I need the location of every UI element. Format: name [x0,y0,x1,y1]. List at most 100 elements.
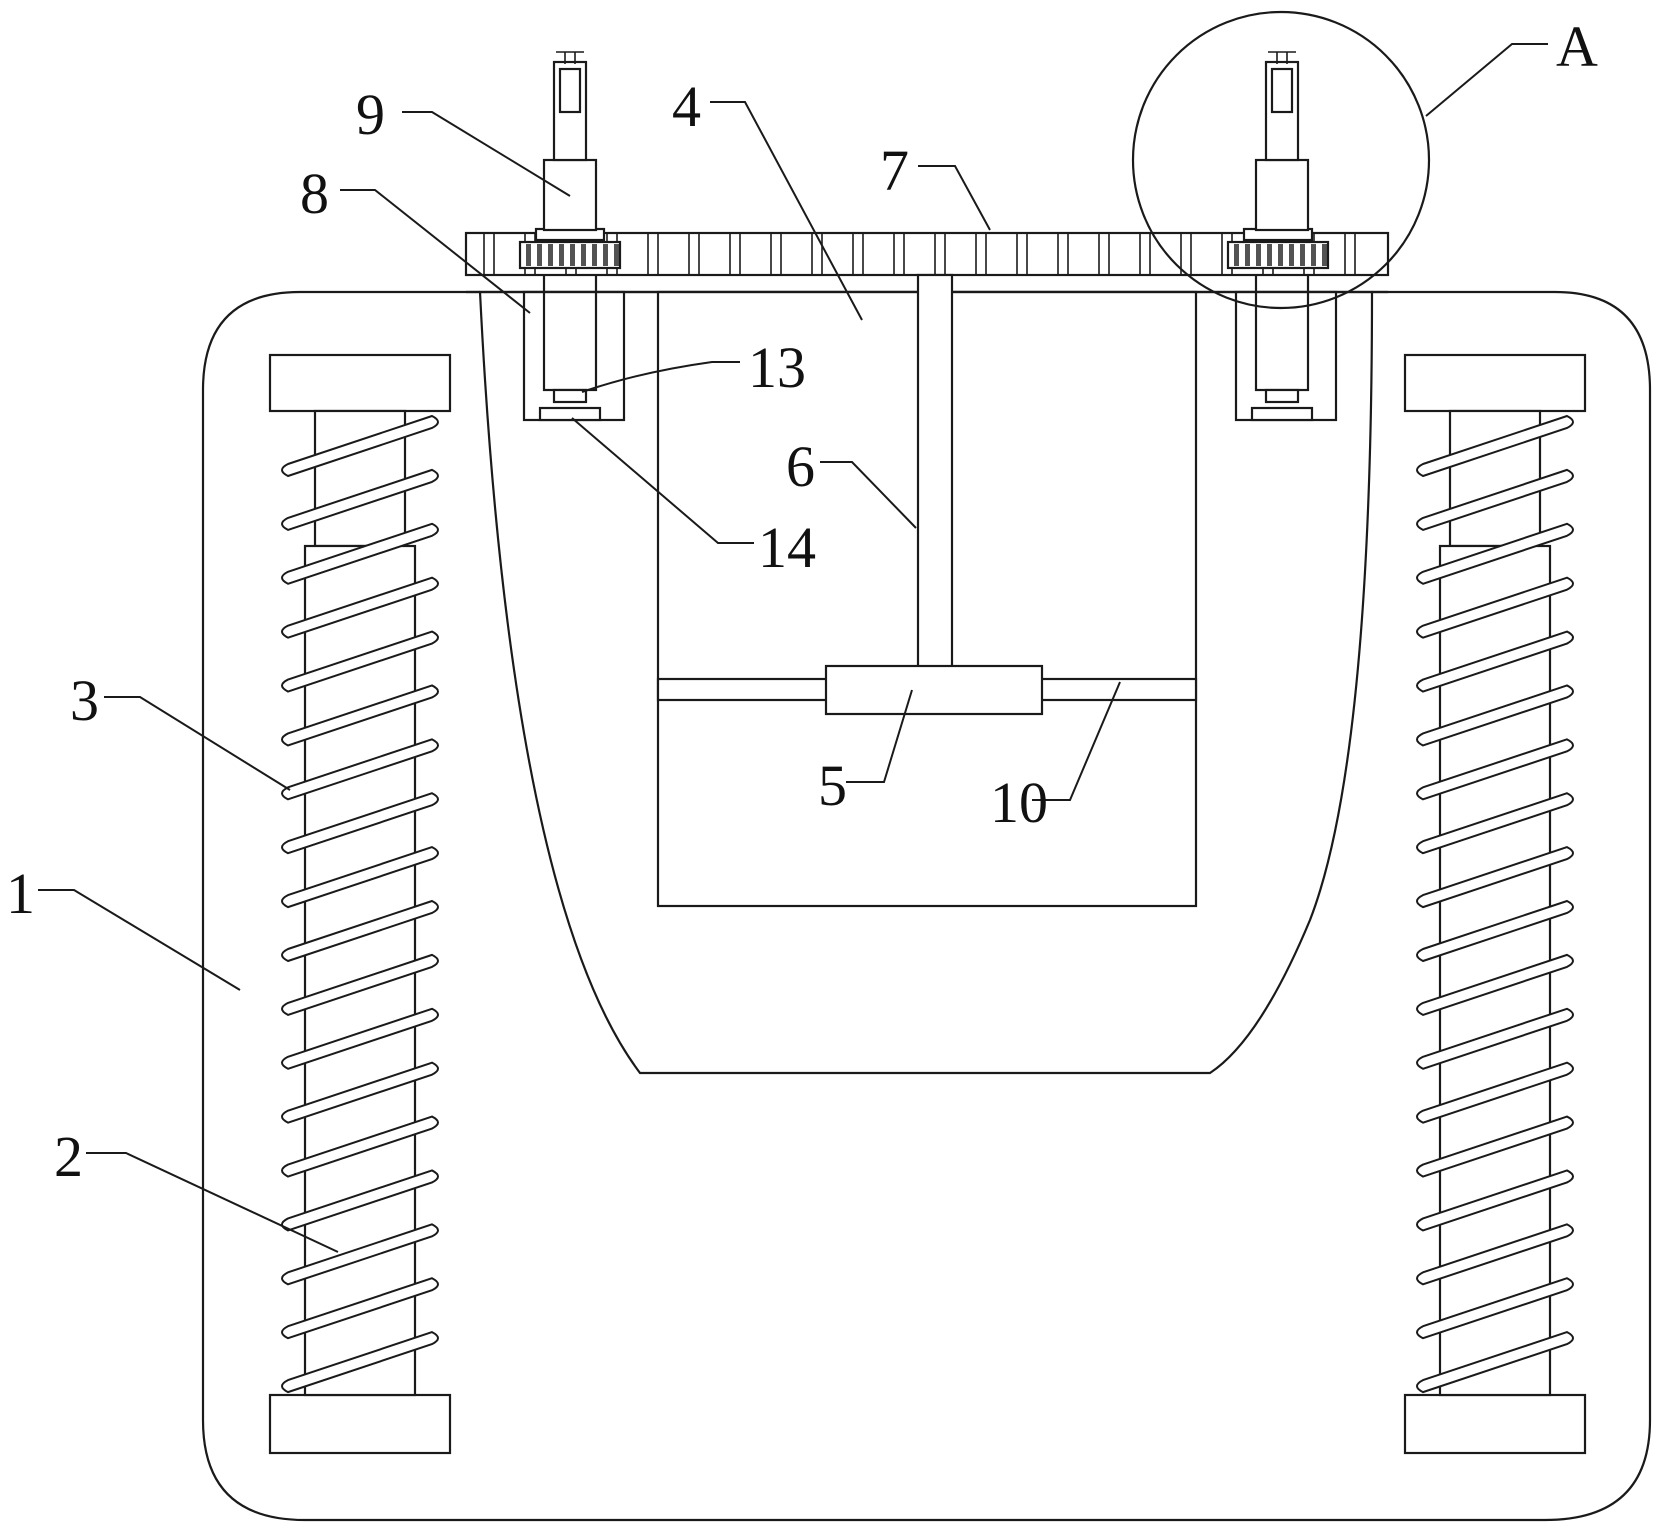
pinion-tooth [1300,244,1305,266]
spring-coil [281,738,439,801]
label-8: 8 [300,161,329,226]
spring-coil [1416,846,1574,909]
spring-coil [281,630,439,693]
spring-coil [1416,738,1574,801]
label-6: 6 [786,434,815,499]
left-motor-cap [556,51,584,64]
spring-coil [1416,1331,1574,1394]
callouts: 9 8 4 7 13 14 6 5 10 3 1 2 A [6,14,1598,1253]
spring-coil [1416,684,1574,747]
spring-coil [1416,522,1574,585]
spring-coil [281,1223,439,1286]
pinion-tooth [1256,244,1261,266]
spring-coil [281,1277,439,1340]
spring-coil [281,792,439,855]
right-pinion-teeth [1234,244,1327,266]
spring-coil [1416,1115,1574,1178]
label-10: 10 [990,770,1048,835]
label-a: A [1556,14,1598,79]
central-shaft [916,273,954,669]
pinion-tooth [570,244,575,266]
detail-circle-a [1131,10,1431,310]
spring-coil [281,899,439,963]
spring-coil [281,684,439,747]
spring-coil [281,414,439,478]
spring-coil [1416,1007,1574,1070]
spring-coil [1416,1223,1574,1286]
pinion-tooth [1267,244,1272,266]
label-14: 14 [758,515,816,580]
spring-coil [281,468,439,531]
spring-coil [281,1169,439,1232]
leader-7 [918,165,991,231]
left-motor-tip [558,67,582,114]
leader-3 [104,696,291,791]
spring-coil [1416,414,1574,478]
spring-coil [1416,953,1574,1016]
pinion-tooth [548,244,553,266]
pinion-tooth [592,244,597,266]
spring-coil [281,846,439,909]
spring-coil [1416,1277,1574,1340]
label-4: 4 [672,74,701,139]
leader-2 [86,1152,339,1253]
leader-5 [846,689,913,783]
spring-coil [1416,792,1574,855]
pinion-tooth [1245,244,1250,266]
spring-base-plate [1403,1393,1587,1455]
spring-coil [1416,1061,1574,1124]
right-motor-body [1254,158,1310,232]
right-spring-assembly [1403,353,1587,1455]
spring-coil [281,1115,439,1178]
pinion-tooth [1311,244,1316,266]
spring-coil [1416,630,1574,693]
spring-coil [281,522,439,585]
label-3: 3 [70,668,99,733]
label-9: 9 [356,82,385,147]
spring-coil [281,953,439,1016]
pinion-tooth [603,244,608,266]
spring-coil [1416,468,1574,531]
pinion-tooth [1278,244,1283,266]
spring-coil [1416,1169,1574,1232]
right-motor-tip [1270,67,1294,114]
leader-13 [581,361,740,393]
label-2: 2 [54,1124,83,1189]
spring-coil [281,1331,439,1394]
leader-9 [402,111,571,197]
stir-block [824,664,1044,716]
left-screw-end [552,388,588,404]
label-1: 1 [6,861,35,926]
spring-coil [281,1007,439,1070]
leader-6 [820,461,917,529]
pinion-tooth [1289,244,1294,266]
right-pad [1250,406,1314,422]
leader-14 [571,417,754,544]
leader-4 [710,101,863,321]
spring-top-plate [1403,353,1587,413]
spring-coil [281,1061,439,1124]
left-spring-assembly [268,353,452,1455]
pinion-tooth [537,244,542,266]
pinion-tooth [1322,244,1327,266]
spring-coil [281,576,439,639]
right-screw-end [1264,388,1300,404]
crucible-body [478,290,1374,1075]
frame-outline [201,290,1652,1522]
label-13: 13 [748,335,806,400]
spring-base-plate [268,1393,452,1455]
pinion-tooth [559,244,564,266]
pinion-tooth [526,244,531,266]
pinion-tooth [614,244,619,266]
left-pinion-teeth [526,244,619,266]
label-7: 7 [880,138,909,203]
spring-top-plate [268,353,452,413]
leader-1 [38,889,241,991]
label-5: 5 [818,753,847,818]
spring-coil [1416,576,1574,639]
leader-a [1425,43,1548,117]
pinion-tooth [581,244,586,266]
leader-8 [340,189,531,314]
left-pad [538,406,602,422]
